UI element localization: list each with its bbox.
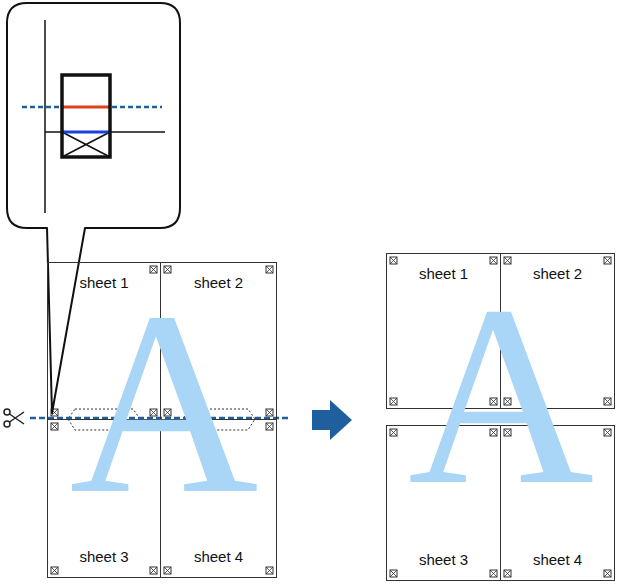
crop-mark bbox=[266, 266, 273, 273]
crop-mark bbox=[150, 567, 157, 574]
crop-mark bbox=[604, 257, 611, 264]
watermark-letter: A bbox=[408, 266, 594, 524]
sheet-label: sheet 4 bbox=[194, 548, 243, 565]
crop-mark bbox=[604, 570, 611, 577]
direction-arrow bbox=[312, 400, 352, 440]
watermark-letter: A bbox=[69, 272, 258, 534]
crop-mark bbox=[390, 398, 397, 405]
crop-marks bbox=[51, 257, 611, 577]
crop-mark bbox=[390, 257, 397, 264]
crop-mark bbox=[266, 409, 273, 416]
crop-mark bbox=[51, 423, 58, 430]
crop-mark bbox=[604, 429, 611, 436]
crop-mark bbox=[266, 423, 273, 430]
crop-mark bbox=[604, 398, 611, 405]
sheet-label: sheet 3 bbox=[419, 551, 468, 568]
scissors-symbol bbox=[4, 409, 24, 427]
crop-mark bbox=[390, 570, 397, 577]
crop-mark bbox=[390, 429, 397, 436]
sheet-label: sheet 4 bbox=[533, 551, 582, 568]
crop-mark bbox=[490, 257, 497, 264]
crop-mark bbox=[266, 567, 273, 574]
crop-mark bbox=[504, 257, 511, 264]
crop-mark bbox=[490, 570, 497, 577]
callout-detail bbox=[22, 20, 165, 213]
crop-mark bbox=[504, 570, 511, 577]
sheet-label: sheet 3 bbox=[79, 548, 128, 565]
crop-mark bbox=[164, 567, 171, 574]
crop-mark bbox=[51, 567, 58, 574]
